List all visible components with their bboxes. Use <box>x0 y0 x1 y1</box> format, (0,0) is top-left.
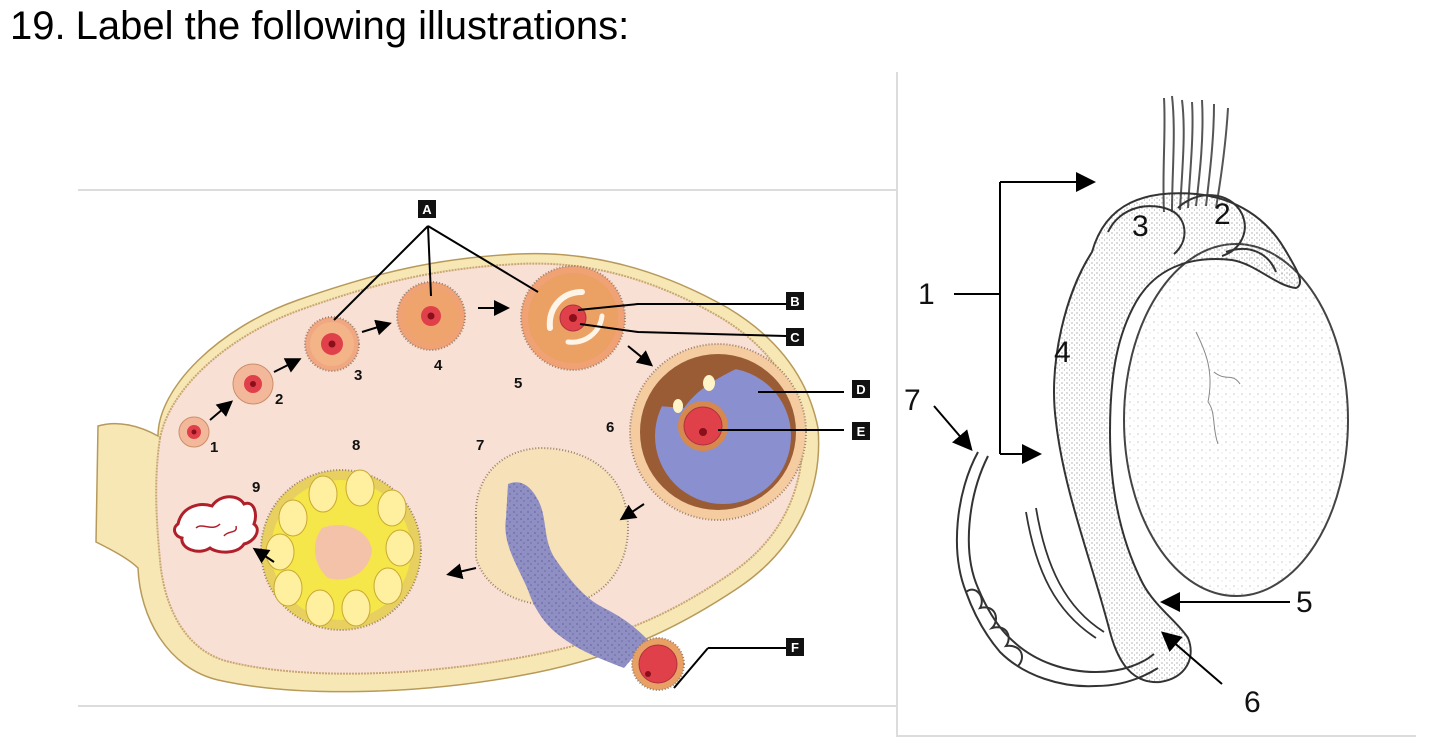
stage-label-2: 2 <box>275 391 283 408</box>
testis-body <box>1124 244 1348 596</box>
testis-label-1: 1 <box>918 278 935 311</box>
letter-label-B: B <box>786 292 804 310</box>
testis-label-7: 7 <box>904 384 921 417</box>
stage-label-4: 4 <box>434 357 443 374</box>
stage-label-1: 1 <box>210 439 218 456</box>
stage-label-9: 9 <box>252 479 260 496</box>
question-number: 19. <box>10 4 66 48</box>
letter-label-C: C <box>786 328 804 346</box>
follicle-stage-2 <box>233 364 273 404</box>
svg-text:B: B <box>790 294 799 309</box>
ovary-illustration: 1 2 3 4 5 6 7 8 9 A B C D E F <box>78 188 896 708</box>
testis-label-3: 3 <box>1132 210 1149 243</box>
svg-text:F: F <box>791 640 799 655</box>
follicle-stage-6 <box>630 344 806 520</box>
letter-label-A: A <box>418 200 436 218</box>
testis-label-6: 6 <box>1244 686 1261 719</box>
corpus-luteum-stage-8 <box>261 470 421 630</box>
letter-label-D: D <box>852 380 870 398</box>
question-text: Label the following illustrations: <box>76 4 630 48</box>
svg-text:E: E <box>857 424 866 439</box>
stage-label-6: 6 <box>606 419 614 436</box>
stage-label-3: 3 <box>354 367 362 384</box>
follicle-stage-1 <box>179 417 209 447</box>
svg-text:D: D <box>856 382 865 397</box>
svg-text:A: A <box>422 202 432 217</box>
letter-label-E: E <box>852 422 870 440</box>
letter-label-F: F <box>786 638 804 656</box>
testis-illustration: 1 2 3 4 5 6 7 <box>896 72 1416 740</box>
label-7-arrow <box>934 406 970 448</box>
ovulated-oocyte <box>632 638 684 690</box>
testis-label-2: 2 <box>1214 198 1231 231</box>
stage-label-8: 8 <box>352 437 360 454</box>
stage-label-5: 5 <box>514 375 522 392</box>
testis-label-5: 5 <box>1296 586 1313 619</box>
svg-text:C: C <box>790 330 800 345</box>
follicle-stage-3 <box>305 317 359 371</box>
question-heading: 19.Label the following illustrations: <box>10 4 629 49</box>
stage-label-7: 7 <box>476 437 484 454</box>
testis-label-4: 4 <box>1054 336 1071 369</box>
follicle-stage-5 <box>521 266 625 370</box>
